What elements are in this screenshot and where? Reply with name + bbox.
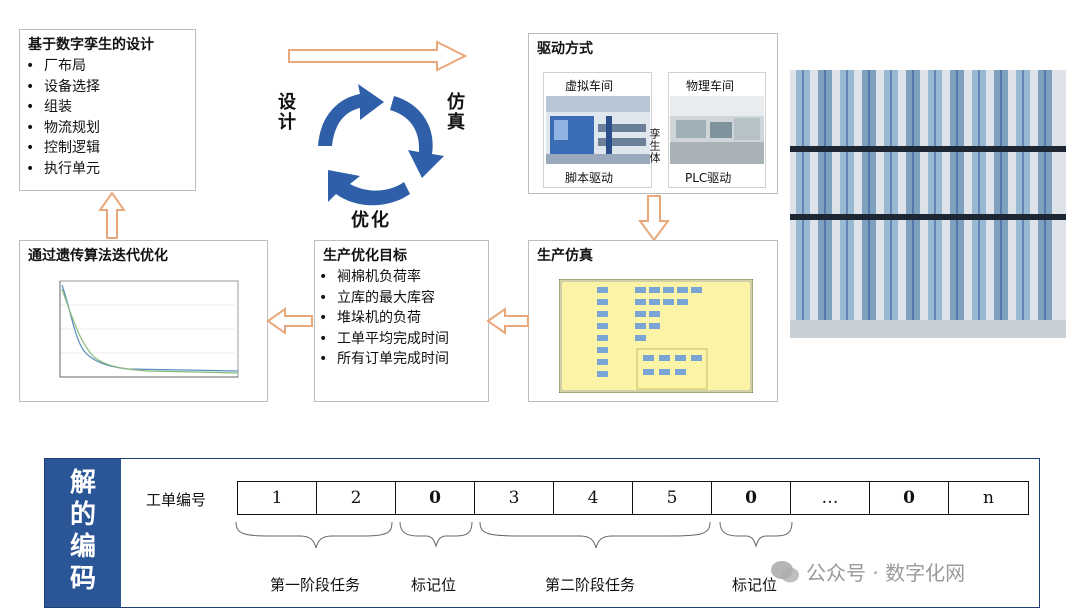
design-box-title: 基于数字孪生的设计 [28, 37, 154, 53]
encoding-cell: 0 [396, 482, 475, 514]
encoding-cell: n [983, 488, 994, 508]
encoding-cell: 0 [712, 482, 791, 514]
encoding-cell: 3 [475, 482, 554, 514]
side-char: 解 [69, 468, 96, 498]
ga-box-title: 通过遗传算法迭代优化 [28, 248, 168, 264]
physical-workshop-image [670, 96, 764, 164]
physical-label: 物理车间 [686, 79, 735, 93]
encoding-cell: 2 [317, 482, 396, 514]
side-char: 码 [69, 564, 96, 594]
drive-box: 驱动方式 虚拟车间 脚本驱动 孪生体 物理车间 PLC驱动 [528, 33, 778, 194]
list-item: 堆垛机的负荷 [319, 308, 449, 329]
arrow-down-icon [638, 195, 670, 242]
cycle-arrows-icon [318, 84, 444, 206]
bracket-label-flag2: 标记位 [732, 576, 778, 594]
list-item: 所有订单完成时间 [319, 349, 449, 370]
bracket-label-stage2: 第二阶段任务 [545, 576, 636, 594]
bracket-lines [235, 521, 793, 549]
arrow-up-icon [98, 192, 126, 239]
drive-box-title: 驱动方式 [537, 41, 593, 57]
encoding-cell: 0 [870, 482, 949, 514]
warehouse-3d-image [790, 70, 1066, 338]
sim-box-title: 生产仿真 [537, 248, 593, 264]
virtual-panel: 虚拟车间 脚本驱动 [543, 72, 652, 188]
cycle-label-design: 设计 [275, 92, 296, 132]
encoding-cell: 4 [554, 482, 633, 514]
side-char: 编 [69, 532, 96, 562]
encoding-cell: 1 [238, 482, 317, 514]
list-item: 控制逻辑 [26, 138, 100, 159]
script-label: 脚本驱动 [565, 171, 614, 185]
encoding-side-title: 解 的 编 码 [45, 459, 121, 607]
list-item: 厂布局 [26, 56, 100, 77]
arrow-right-icon [288, 40, 468, 72]
twin-label: 孪生体 [648, 128, 661, 164]
virtual-workshop-image [546, 96, 650, 164]
goal-box-title: 生产优化目标 [323, 248, 407, 264]
bracket-label-flag1: 标记位 [411, 576, 457, 594]
cycle-label-simulate: 仿真 [444, 92, 465, 132]
list-item: 设备选择 [26, 77, 100, 98]
simulation-model-image [559, 279, 753, 393]
design-list: 厂布局 设备选择 组装 物流规划 控制逻辑 执行单元 [26, 56, 100, 179]
bracket-label-stage1: 第一阶段任务 [270, 576, 361, 594]
list-item: 立库的最大库容 [319, 288, 449, 309]
sim-box: 生产仿真 [528, 240, 778, 402]
encoding-cell: … [791, 482, 870, 514]
arrow-left-icon [266, 307, 313, 335]
row-label: 工单编号 [146, 491, 207, 509]
encoding-cell: 5 [633, 482, 712, 514]
cycle-label-optimize: 优化 [351, 210, 391, 231]
list-item: 执行单元 [26, 159, 100, 180]
list-item: 物流规划 [26, 118, 100, 139]
physical-panel: 物理车间 PLC驱动 [668, 72, 766, 188]
watermark: 公众号 · 数字化网 [770, 557, 965, 586]
goal-list: 裥棉机负荷率 立库的最大库容 堆垛机的负荷 工单平均完成时间 所有订单完成时间 [319, 267, 449, 370]
list-item: 裥棉机负荷率 [319, 267, 449, 288]
virtual-label: 虚拟车间 [565, 79, 614, 93]
wechat-icon [771, 560, 799, 582]
watermark-text: 公众号 · 数字化网 [806, 561, 966, 585]
side-char: 的 [69, 500, 96, 530]
ga-box: 通过遗传算法迭代优化 [19, 240, 268, 402]
plc-label: PLC驱动 [685, 171, 732, 185]
list-item: 工单平均完成时间 [319, 329, 449, 350]
design-box: 基于数字孪生的设计 厂布局 设备选择 组装 物流规划 控制逻辑 执行单元 [19, 29, 196, 191]
convergence-plot-image [59, 280, 239, 378]
list-item: 组装 [26, 97, 100, 118]
goal-box: 生产优化目标 裥棉机负荷率 立库的最大库容 堆垛机的负荷 工单平均完成时间 所有… [314, 240, 489, 402]
arrow-left-icon [486, 307, 529, 335]
encoding-panel: 解 的 编 码 [44, 458, 1040, 608]
